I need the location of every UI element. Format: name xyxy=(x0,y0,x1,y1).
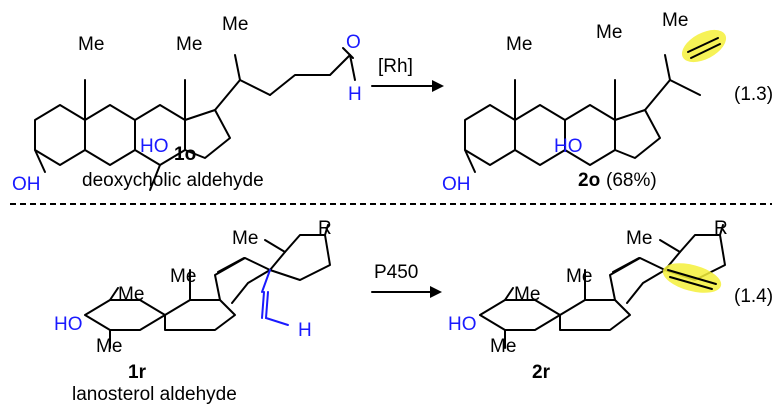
alkene-bond xyxy=(687,37,721,59)
reagent-label: P450 xyxy=(374,262,418,283)
methyl-label: Me xyxy=(506,34,532,55)
methyl-label: Me xyxy=(566,266,592,287)
methyl-label: Me xyxy=(490,336,516,357)
reagent-label: [Rh] xyxy=(378,56,413,77)
hydrogen-label: H xyxy=(348,84,362,105)
compound-label-2r: 2r xyxy=(532,362,551,383)
methyl-label: Me xyxy=(662,10,688,31)
methyl-label: Me xyxy=(170,266,196,287)
hydroxyl-label: OH xyxy=(12,174,41,195)
structure-2o xyxy=(464,54,701,173)
r-group-label: R xyxy=(714,218,728,239)
compound-label-2o: 2o xyxy=(578,170,600,191)
compound-label-1o: 1o xyxy=(174,144,196,165)
structure-2r xyxy=(479,224,726,349)
compound-name: deoxycholic aldehyde xyxy=(82,170,264,191)
equation-number: (1.3) xyxy=(734,84,773,105)
yield-label: (68%) xyxy=(606,170,657,191)
hydroxyl-label: HO xyxy=(54,314,83,335)
methyl-label: Me xyxy=(78,34,104,55)
hydroxyl-label: HO xyxy=(140,136,169,157)
alkene-bond xyxy=(667,269,717,290)
methyl-label: Me xyxy=(596,22,622,43)
hydroxyl-label: HO xyxy=(554,136,583,157)
alkene-highlight xyxy=(681,29,727,63)
equation-number: (1.4) xyxy=(734,286,773,307)
methyl-label: Me xyxy=(176,34,202,55)
compound-label-1r: 1r xyxy=(128,362,147,383)
methyl-label: Me xyxy=(514,284,540,305)
oxygen-label: O xyxy=(346,32,361,53)
methyl-label: Me xyxy=(96,336,122,357)
methyl-label: Me xyxy=(232,228,258,249)
hydroxyl-label: HO xyxy=(448,314,477,335)
structure-1o xyxy=(34,47,356,191)
structure-1r xyxy=(84,224,331,349)
methyl-label: Me xyxy=(626,228,652,249)
methyl-label: Me xyxy=(118,284,144,305)
methyl-label: Me xyxy=(222,14,248,35)
hydroxyl-label: OH xyxy=(442,174,471,195)
hydrogen-label: H xyxy=(298,320,312,341)
compound-name: lanosterol aldehyde xyxy=(72,384,237,405)
r-group-label: R xyxy=(318,218,332,239)
